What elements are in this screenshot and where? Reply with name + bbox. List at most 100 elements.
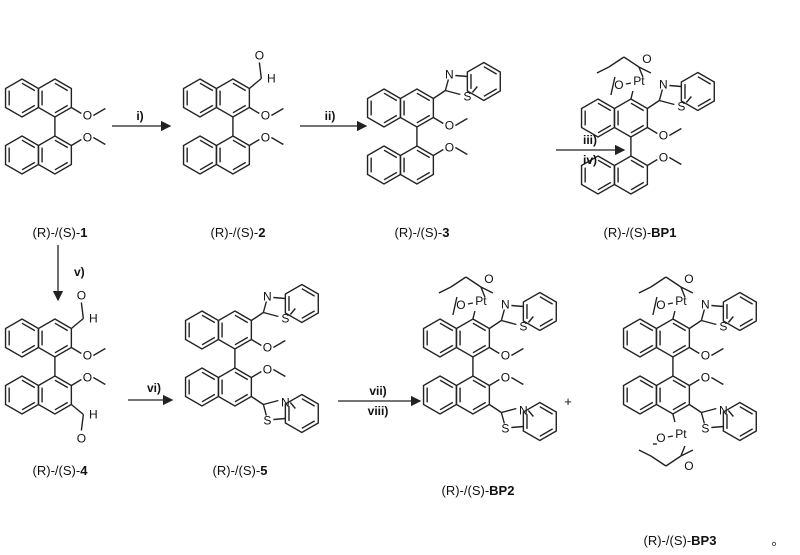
aldehyde-oxygen: O bbox=[77, 432, 86, 446]
double-bond bbox=[54, 139, 69, 149]
bond bbox=[262, 301, 268, 313]
benzene-ring bbox=[215, 78, 251, 118]
bond bbox=[500, 309, 506, 321]
bond-to-oxygen bbox=[71, 346, 82, 355]
bond bbox=[667, 302, 674, 305]
double-bond bbox=[234, 314, 249, 324]
double-bond bbox=[672, 322, 687, 332]
label-prefix: (R)-/(S)- bbox=[211, 225, 259, 240]
reagent-v: v) bbox=[74, 265, 85, 279]
bond-to-oxygen bbox=[647, 158, 658, 167]
double-bond bbox=[54, 322, 69, 332]
aldehyde-oxygen: O bbox=[77, 289, 86, 303]
double-bond bbox=[54, 344, 69, 354]
acac-oxygen: O bbox=[656, 431, 665, 445]
bond bbox=[727, 410, 734, 417]
methyl-bond bbox=[93, 136, 106, 146]
bond-to-oxygen bbox=[71, 378, 82, 387]
double-bond bbox=[439, 322, 454, 332]
benzene-ring bbox=[422, 318, 458, 358]
double-bond bbox=[539, 318, 554, 327]
bond-to-oxygen bbox=[433, 148, 444, 157]
nitrogen-atom: N bbox=[501, 298, 510, 312]
aldehyde-hydrogen: H bbox=[89, 408, 98, 422]
benzene-ring bbox=[4, 375, 40, 415]
methoxy-oxygen: O bbox=[501, 349, 510, 363]
label-prefix: (R)-/(S)- bbox=[395, 225, 443, 240]
label-number: BP2 bbox=[489, 483, 514, 498]
bond bbox=[701, 407, 717, 414]
benzene-ring bbox=[215, 135, 251, 175]
bond bbox=[625, 82, 632, 85]
bond bbox=[289, 402, 296, 409]
double-bond bbox=[383, 114, 398, 124]
platinum-atom: Pt bbox=[675, 427, 687, 441]
double-bond bbox=[630, 159, 645, 169]
benzene-ring bbox=[4, 318, 40, 358]
carbonyl-bond bbox=[258, 62, 263, 79]
bond bbox=[471, 86, 478, 93]
label-number: 5 bbox=[260, 463, 267, 478]
bond bbox=[610, 76, 616, 96]
double-bond bbox=[739, 428, 754, 437]
methyl-bond bbox=[455, 117, 468, 127]
methoxy-oxygen: O bbox=[83, 349, 92, 363]
double-bond bbox=[439, 344, 454, 354]
bond bbox=[273, 296, 286, 300]
platinum-atom: Pt bbox=[475, 294, 487, 308]
benzene-ring bbox=[422, 375, 458, 415]
double-bond bbox=[199, 139, 214, 149]
methyl-bond bbox=[711, 347, 724, 357]
benzene-ring bbox=[613, 155, 649, 195]
methoxy-oxygen: O bbox=[501, 371, 510, 385]
bond bbox=[455, 74, 468, 78]
double-bond bbox=[54, 379, 69, 389]
bond bbox=[659, 99, 675, 106]
double-bond bbox=[232, 104, 247, 114]
methyl-bond bbox=[438, 286, 452, 294]
bond-to-oxygen bbox=[249, 106, 260, 115]
bond-to-oxygen bbox=[647, 126, 658, 135]
bond bbox=[501, 319, 517, 326]
double-bond bbox=[199, 161, 214, 171]
acac-oxygen: O bbox=[656, 298, 665, 312]
acac-oxygen: O bbox=[456, 298, 465, 312]
bond bbox=[444, 79, 450, 91]
methyl-bond bbox=[638, 66, 652, 74]
double-bond bbox=[416, 114, 431, 124]
bond-to-oxygen bbox=[251, 338, 262, 347]
label-number: 3 bbox=[442, 225, 449, 240]
bond bbox=[488, 403, 502, 414]
bond bbox=[511, 304, 524, 308]
benzene-ring bbox=[655, 318, 691, 358]
label-number: 2 bbox=[258, 225, 265, 240]
bond bbox=[700, 412, 706, 424]
compound-label-5: (R)-/(S)-5 bbox=[213, 463, 268, 478]
label-prefix: (R)-/(S)- bbox=[33, 225, 81, 240]
methoxy-oxygen: O bbox=[83, 371, 92, 385]
bond bbox=[700, 309, 706, 321]
reagent-iii: iii) bbox=[583, 133, 597, 147]
label-number: 4 bbox=[80, 463, 88, 478]
methoxy-oxygen: O bbox=[701, 349, 710, 363]
double-bond bbox=[739, 318, 754, 327]
methoxy-oxygen: O bbox=[261, 109, 270, 123]
bond bbox=[667, 435, 674, 438]
double-bond bbox=[672, 344, 687, 354]
benzene-ring bbox=[455, 375, 491, 415]
double-bond bbox=[301, 398, 316, 407]
bond-to-oxygen bbox=[489, 378, 500, 387]
compound-label-4: (R)-/(S)-4 bbox=[33, 463, 89, 478]
reagent-viii: viii) bbox=[368, 404, 389, 418]
bond bbox=[685, 96, 692, 103]
double-bond bbox=[199, 104, 214, 114]
acac-bond bbox=[608, 56, 625, 68]
platinum-atom: Pt bbox=[675, 294, 687, 308]
label-prefix: (R)-/(S)- bbox=[644, 533, 692, 548]
methyl-bond bbox=[93, 376, 106, 386]
compound-1: OO bbox=[4, 78, 106, 175]
benzene-ring bbox=[37, 375, 73, 415]
